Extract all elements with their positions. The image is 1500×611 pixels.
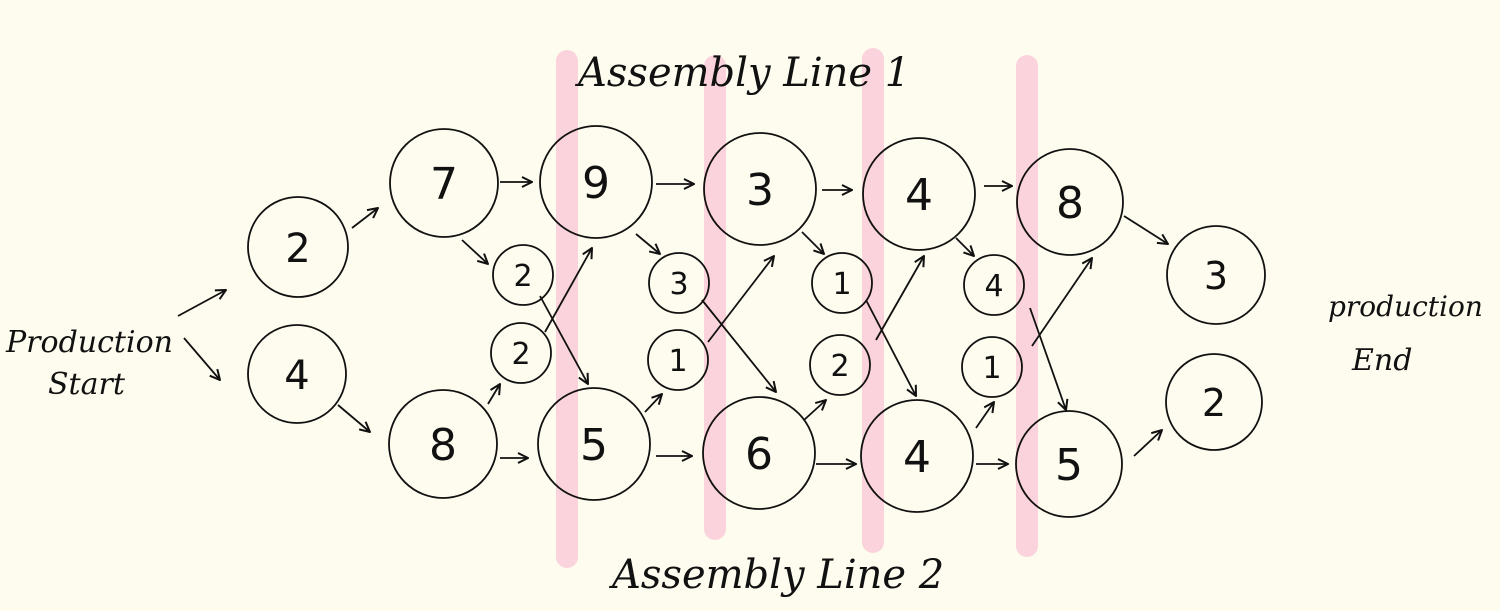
- node-entry-top: [247, 196, 349, 298]
- value-transfer-21-2: 1: [668, 344, 687, 379]
- value-l2-s3: 6: [745, 429, 773, 480]
- value-l2-s1: 8: [429, 420, 457, 471]
- arrow-l1s3-t12-3: [801, 231, 824, 254]
- node-l1-s5: [1016, 148, 1124, 256]
- label-start-line1: Production: [5, 325, 173, 360]
- arrow-t12-2-l2s3: [701, 299, 776, 392]
- station-bands: [556, 48, 1038, 568]
- value-l1-s5: 8: [1056, 178, 1084, 229]
- value-transfer-21-1: 2: [511, 337, 530, 372]
- arrow-t12-4-l2s5: [1029, 307, 1066, 410]
- node-transfer-21-4: [961, 336, 1023, 398]
- arrow-l2s4-t21-4: [975, 402, 994, 429]
- value-transfer-21-3: 2: [830, 349, 849, 384]
- value-l2-s4: 4: [903, 432, 931, 483]
- arrow-entry-bottom-l2s1: [337, 404, 370, 432]
- band-1: [556, 50, 578, 568]
- arrow-t21-4-l1s5: [1031, 258, 1092, 347]
- label-end-line2: End: [1351, 343, 1412, 378]
- arrow-t21-3-l1s4: [875, 256, 924, 341]
- edges: [177, 182, 1168, 464]
- node-transfer-12-4: [963, 254, 1025, 316]
- node-transfer-12-2: [648, 252, 710, 314]
- node-l2-s5: [1015, 410, 1123, 518]
- label-start-line2: Start: [48, 367, 126, 402]
- node-l2-s2: [537, 387, 651, 501]
- node-transfer-12-1: [492, 244, 554, 306]
- value-transfer-12-2: 3: [669, 267, 688, 302]
- arrow-l2s3-t21-3: [803, 400, 826, 421]
- arrow-l1s2-t12-2: [635, 233, 660, 254]
- node-circles: [247, 125, 1266, 518]
- text-labels: Production Start production End Assembly…: [5, 50, 1483, 598]
- node-l1-s4: [862, 137, 976, 251]
- label-assembly-line-2: Assembly Line 2: [608, 552, 944, 598]
- node-entry-bottom: [247, 324, 347, 424]
- arrow-entry-top-l1s1: [351, 208, 378, 229]
- value-transfer-12-3: 1: [832, 267, 851, 302]
- value-l2-s5: 5: [1055, 440, 1083, 491]
- value-l1-s1: 7: [430, 159, 458, 210]
- node-transfer-21-2: [647, 329, 709, 391]
- arrow-l1s5-exit: [1123, 215, 1168, 244]
- value-l2-s2: 5: [580, 420, 608, 471]
- value-transfer-12-4: 4: [984, 269, 1003, 304]
- label-assembly-line-1: Assembly Line 1: [574, 50, 910, 96]
- band-2: [704, 55, 726, 540]
- arrow-t21-2-l1s3: [707, 256, 774, 343]
- node-l2-s1: [388, 389, 498, 499]
- node-l1-s3: [703, 132, 817, 246]
- arrow-t12-l2s2: [539, 295, 588, 384]
- node-l1-s2: [539, 125, 653, 239]
- arrow-l2s5-exit: [1133, 430, 1162, 457]
- value-transfer-21-4: 1: [982, 351, 1001, 386]
- value-l1-s3: 3: [746, 165, 774, 216]
- arrow-t12-3-l2s4: [865, 299, 916, 396]
- node-l2-s4: [860, 399, 974, 513]
- node-transfer-12-3: [811, 252, 873, 314]
- arrow-l1s1-t12: [461, 239, 488, 264]
- band-3: [862, 48, 884, 553]
- value-exit-bottom: 2: [1202, 381, 1226, 425]
- value-transfer-12-1: 2: [513, 259, 532, 294]
- value-entry-top: 2: [285, 226, 310, 272]
- node-l1-s1: [389, 128, 499, 238]
- arrow-l1s4-t12-4: [955, 237, 974, 256]
- value-exit-top: 3: [1204, 254, 1228, 298]
- arrow-start-top: [177, 290, 226, 317]
- arrow-t21-l1s2: [544, 248, 592, 333]
- value-entry-bottom: 4: [284, 353, 309, 399]
- node-values: 2 4 7 9 3 4 8 8 5 6 4 5 2 2 3 1 1 2 4 1 …: [284, 158, 1228, 491]
- node-l2-s3: [702, 396, 816, 510]
- node-exit-top: [1166, 225, 1266, 325]
- arrow-l2s1-t21: [487, 384, 500, 405]
- node-transfer-21-3: [809, 334, 871, 396]
- label-end-line1: production: [1328, 290, 1483, 323]
- arrow-start-bottom: [183, 337, 220, 380]
- node-exit-bottom: [1165, 353, 1263, 451]
- arrow-l2s2-t21-2: [644, 394, 662, 413]
- node-transfer-21-1: [490, 322, 552, 384]
- value-l1-s2: 9: [582, 158, 610, 209]
- value-l1-s4: 4: [905, 170, 933, 221]
